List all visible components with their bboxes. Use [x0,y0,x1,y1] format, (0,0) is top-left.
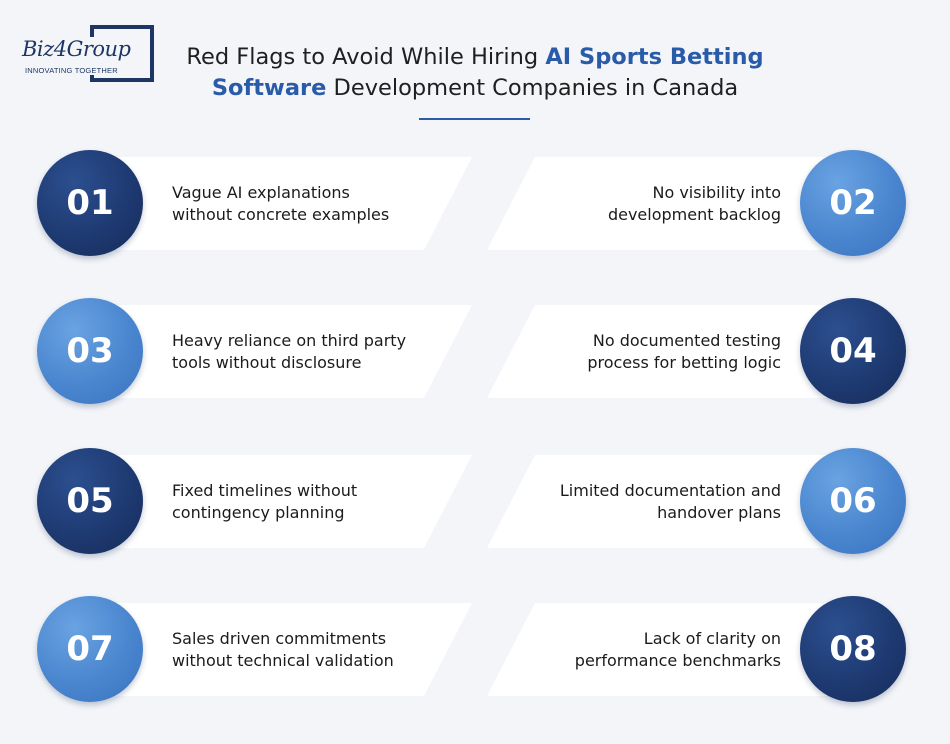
red-flag-line-1: Sales driven commitments [172,628,387,648]
badge-number: 06 [829,481,877,521]
red-flag-line-2: handover plans [657,502,781,522]
badge-number: 05 [66,481,114,521]
number-badge-02: 02 [800,150,906,256]
number-badge-05: 05 [37,448,143,554]
red-flag-card-07: Sales driven commitments without technic… [110,603,472,696]
number-badge-06: 06 [800,448,906,554]
red-flag-card-01: Vague AI explanations without concrete e… [110,157,472,250]
logo-wordmark: Biz4Group [22,37,133,61]
red-flag-line-1: Fixed timelines without [172,480,358,500]
badge-number: 04 [829,331,877,371]
red-flag-line-1: Limited documentation and [559,480,781,500]
red-flag-line-2: without technical validation [172,650,394,670]
red-flag-card-08: Lack of clarity on performance benchmark… [487,603,853,696]
number-badge-03: 03 [37,298,143,404]
red-flag-text-08: Lack of clarity on performance benchmark… [575,628,781,672]
badge-number: 01 [66,183,114,223]
number-badge-04: 04 [800,298,906,404]
badge-number: 03 [66,331,114,371]
red-flag-card-02: No visibility into development backlog [487,157,853,250]
red-flag-line-1: No documented testing [592,330,781,350]
red-flag-line-1: Lack of clarity on [643,628,781,648]
red-flag-text-02: No visibility into development backlog [608,182,781,226]
red-flag-text-07: Sales driven commitments without technic… [172,628,394,672]
number-badge-08: 08 [800,596,906,702]
title-highlight-2: Software [211,75,327,101]
red-flag-line-2: without concrete examples [172,204,390,224]
logo-tagline: INNOVATING TOGETHER [25,66,120,75]
red-flag-card-06: Limited documentation and handover plans [487,455,853,548]
red-flag-text-01: Vague AI explanations without concrete e… [172,182,389,226]
biz4group-logo: Biz4Group INNOVATING TOGETHER [22,25,157,83]
red-flag-line-1: Vague AI explanations [172,182,350,202]
badge-number: 08 [829,629,877,669]
red-flag-line-2: tools without disclosure [172,352,362,372]
title-part-2: Development Companies in Canada [326,75,739,101]
red-flag-line-1: Heavy reliance on third party [172,330,407,350]
red-flag-card-05: Fixed timelines without contingency plan… [110,455,472,548]
logo-frame [90,25,154,82]
title-part-1: Red Flags to Avoid While Hiring [186,44,546,70]
red-flag-text-04: No documented testing process for bettin… [587,330,781,374]
red-flag-card-04: No documented testing process for bettin… [487,305,853,398]
red-flag-card-03: Heavy reliance on third party tools with… [110,305,472,398]
red-flag-text-06: Limited documentation and handover plans [560,480,781,524]
title-highlight-1: AI Sports Betting [545,44,764,70]
title-underline [419,118,530,120]
red-flag-line-2: contingency planning [172,502,345,522]
red-flag-text-05: Fixed timelines without contingency plan… [172,480,357,524]
number-badge-01: 01 [37,150,143,256]
badge-number: 07 [66,629,114,669]
red-flag-line-2: process for betting logic [587,352,781,372]
badge-number: 02 [829,183,877,223]
red-flag-line-2: development backlog [607,204,781,224]
page-title: Red Flags to Avoid While Hiring AI Sport… [170,42,780,104]
red-flag-line-1: No visibility into [652,182,781,202]
number-badge-07: 07 [37,596,143,702]
red-flag-text-03: Heavy reliance on third party tools with… [172,330,406,374]
red-flag-line-2: performance benchmarks [574,650,781,670]
